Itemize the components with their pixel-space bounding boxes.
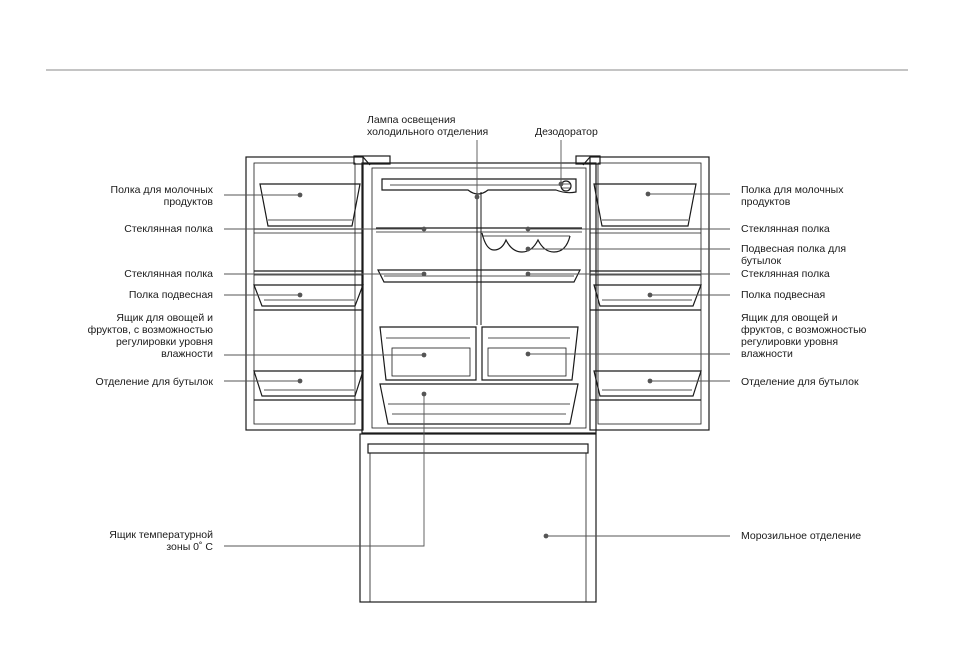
label-right-bottle-rack: Подвесная полка для бутылок [741,243,847,267]
label-left-crisper: Ящик для овощей и фруктов, с возможность… [87,312,213,360]
label-deodorizer: Дезодоратор [535,126,598,138]
leader-lines [224,140,730,547]
label-left-hanging: Полка подвесная [128,289,213,301]
label-right-glass-mid: Стеклянная полка [741,268,830,280]
right-door [582,156,710,431]
label-left-dairy: Полка для молочных продуктов [110,184,213,208]
label-zero-zone: Ящик температурной зоны 0˚ С [109,529,213,553]
leader-dots [297,181,653,539]
fridge-cabinet [353,155,601,434]
label-right-dairy: Полка для молочных продуктов [741,184,844,208]
label-right-crisper: Ящик для овощей и фруктов, с возможность… [741,312,867,360]
label-lamp: Лампа освещения холодильного отделения [367,114,489,138]
freezer-drawer [359,433,597,603]
label-left-bottles: Отделение для бутылок [95,376,213,388]
leader-zero-zone [224,394,425,547]
refrigerator-drawing [245,155,710,603]
label-left-glass-top: Стеклянная полка [124,223,213,235]
label-freezer: Морозильное отделение [741,530,862,542]
label-left-glass-mid: Стеклянная полка [124,268,213,280]
label-right-hanging: Полка подвесная [741,289,826,301]
label-right-bottles: Отделение для бутылок [741,376,859,388]
label-right-glass-top: Стеклянная полка [741,223,830,235]
left-door [245,156,371,431]
